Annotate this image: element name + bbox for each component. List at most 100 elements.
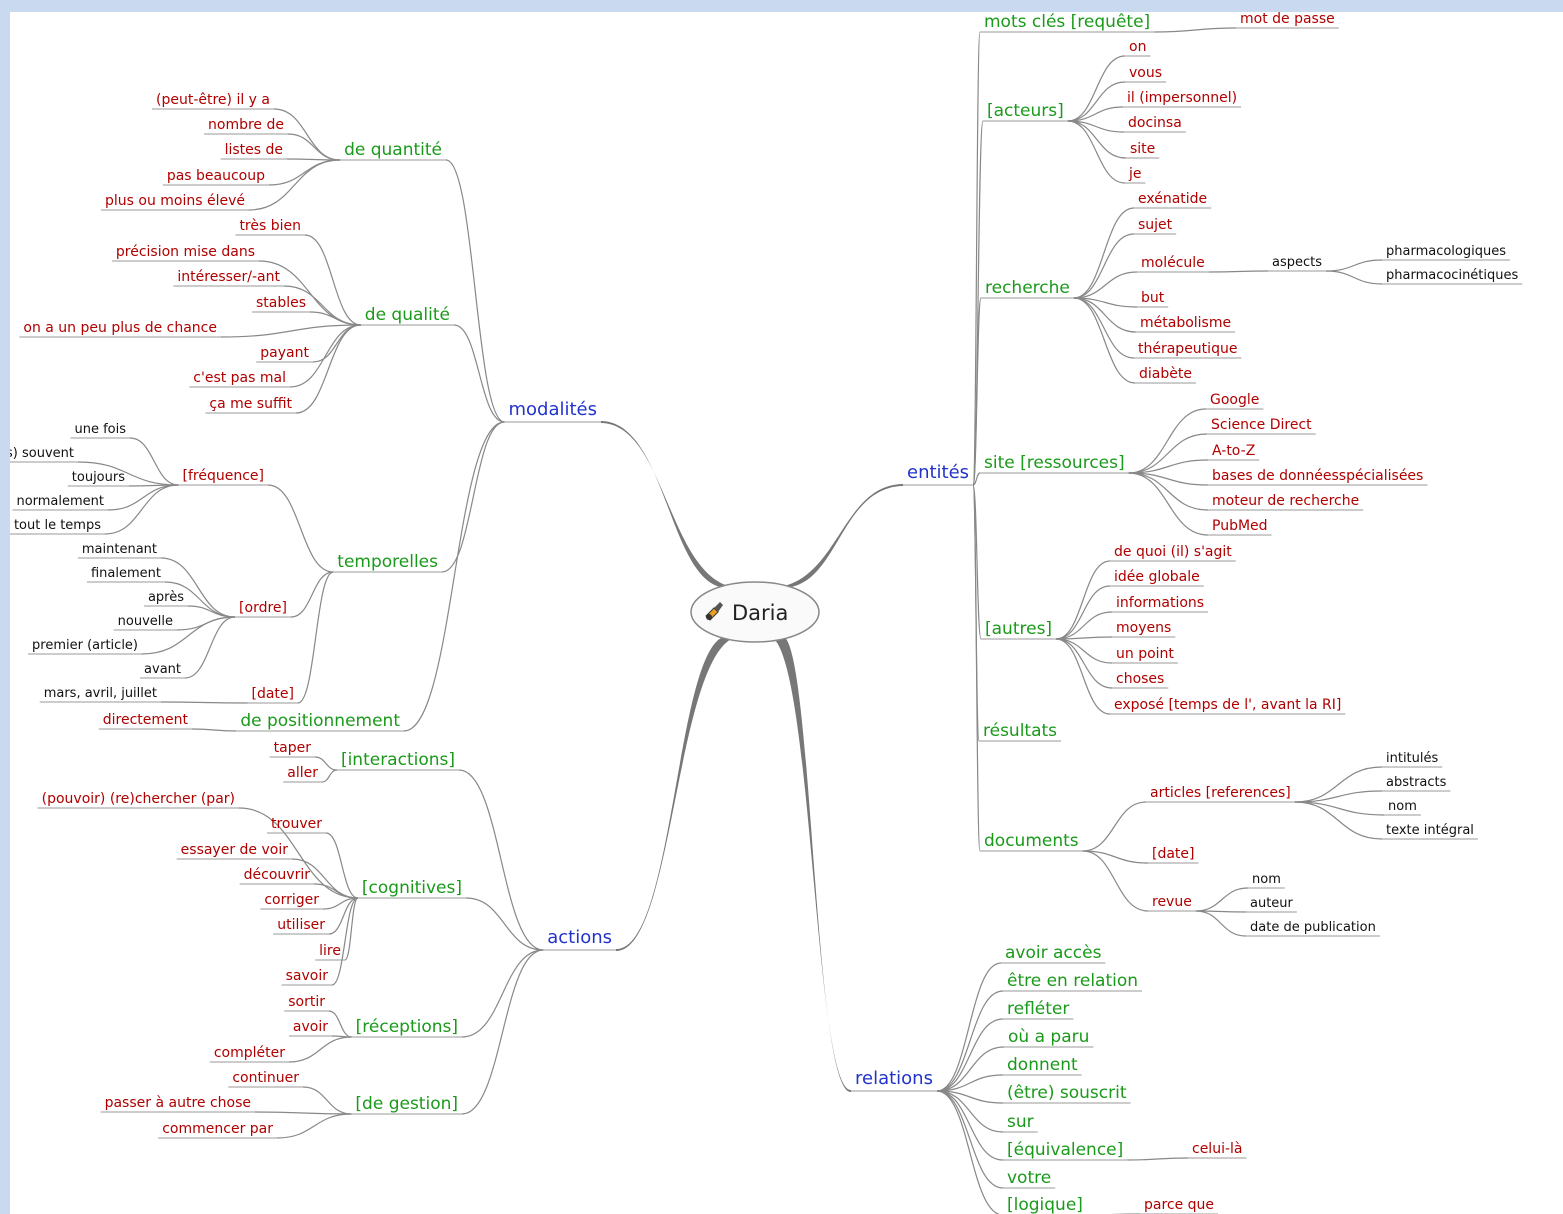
node-premier-article[interactable]: premier (article) (32, 638, 138, 653)
node-date[interactable]: [date] (252, 686, 295, 702)
node-abstracts[interactable]: abstracts (1386, 775, 1447, 790)
node-mot-de-passe[interactable]: mot de passe (1240, 12, 1335, 27)
node-autres[interactable]: [autres] (985, 619, 1052, 639)
node-intitules[interactable]: intitulés (1386, 751, 1439, 766)
node-peut-etre-il-y-a[interactable]: (peut-être) il y a (156, 92, 270, 108)
node-frequence[interactable]: [fréquence] (183, 468, 264, 484)
node-pubmed[interactable]: PubMed (1212, 518, 1268, 534)
node-interactions[interactable]: [interactions] (341, 750, 455, 770)
node-equivalence[interactable]: [équivalence] (1007, 1140, 1123, 1160)
node-molecule[interactable]: molécule (1141, 255, 1205, 271)
node-passer-a-autre-chose[interactable]: passer à autre chose (105, 1095, 251, 1111)
node-avant[interactable]: avant (144, 662, 181, 677)
node-parce-que[interactable]: parce que (1144, 1197, 1214, 1213)
node-de-qualite[interactable]: de qualité (365, 305, 450, 325)
node-trouver[interactable]: trouver (271, 816, 322, 832)
node-utiliser[interactable]: utiliser (277, 917, 325, 933)
node-ca-me-suffit[interactable]: ça me suffit (209, 396, 292, 412)
node-resultats[interactable]: résultats (983, 721, 1057, 741)
node-idee-globale[interactable]: idée globale (1114, 569, 1200, 585)
node-temporelles[interactable]: temporelles (337, 552, 438, 572)
node-actions[interactable]: actions (547, 927, 612, 948)
node-precision-mise-dans[interactable]: précision mise dans (116, 244, 255, 260)
node-vous[interactable]: vous (1129, 65, 1162, 81)
node-aspects[interactable]: aspects (1272, 255, 1322, 270)
node-logique[interactable]: [logique] (1007, 1195, 1083, 1214)
node-relations[interactable]: relations (855, 1068, 933, 1089)
node-choses[interactable]: choses (1116, 671, 1164, 687)
node-diabete[interactable]: diabète (1139, 366, 1192, 382)
node-ordre[interactable]: [ordre] (239, 600, 287, 616)
node-une-fois[interactable]: une fois (74, 422, 126, 437)
node-de-gestion[interactable]: [de gestion] (355, 1094, 458, 1114)
node-le-plus-souvent[interactable]: (le plus) souvent (10, 446, 74, 461)
node-de-quantite[interactable]: de quantité (344, 140, 442, 160)
node-payant[interactable]: payant (260, 345, 309, 361)
node-lire[interactable]: lire (319, 943, 341, 959)
node-un-point[interactable]: un point (1116, 646, 1174, 662)
node-maintenant[interactable]: maintenant (82, 542, 157, 557)
node-votre[interactable]: votre (1007, 1168, 1051, 1188)
node-mots-cles-requete[interactable]: mots clés [requête] (984, 12, 1150, 32)
node-toujours[interactable]: toujours (72, 470, 125, 485)
node-cognitives[interactable]: [cognitives] (362, 878, 462, 898)
node-continuer[interactable]: continuer (232, 1070, 299, 1086)
node-therapeutique[interactable]: thérapeutique (1138, 341, 1237, 357)
node-entites[interactable]: entités (907, 462, 969, 483)
node-corriger[interactable]: corriger (264, 892, 319, 908)
node-avoir-acces[interactable]: avoir accès (1005, 943, 1102, 963)
node-savoir[interactable]: savoir (286, 968, 329, 984)
node-informations[interactable]: informations (1116, 595, 1204, 611)
node-sur[interactable]: sur (1007, 1112, 1034, 1132)
node-finalement[interactable]: finalement (91, 566, 161, 581)
node-aller[interactable]: aller (287, 765, 318, 781)
node-refleter[interactable]: refléter (1007, 999, 1069, 1019)
node-etre-souscrit[interactable]: (être) souscrit (1007, 1083, 1127, 1103)
node-nouvelle[interactable]: nouvelle (118, 614, 173, 629)
node-commencer-par[interactable]: commencer par (162, 1121, 273, 1137)
node-essayer-de-voir[interactable]: essayer de voir (181, 842, 289, 858)
node-nom[interactable]: nom (1252, 872, 1281, 887)
node-revue[interactable]: revue (1152, 894, 1192, 910)
node-directement[interactable]: directement (103, 712, 189, 728)
node-docinsa[interactable]: docinsa (1128, 115, 1182, 131)
node-ou-a-paru[interactable]: où a paru (1008, 1027, 1089, 1047)
node-mars-avril-juillet[interactable]: mars, avril, juillet (44, 686, 157, 701)
node-expose-temps-de-l-avant-la-ri[interactable]: exposé [temps de l', avant la RI] (1114, 697, 1341, 713)
node-decouvrir[interactable]: découvrir (244, 867, 311, 883)
node-texte-integral[interactable]: texte intégral (1386, 823, 1474, 838)
node-il-impersonnel[interactable]: il (impersonnel) (1127, 90, 1237, 106)
node-avoir[interactable]: avoir (293, 1019, 328, 1035)
node-pharmacologiques[interactable]: pharmacologiques (1386, 244, 1506, 259)
node-google[interactable]: Google (1210, 392, 1259, 408)
node-exenatide[interactable]: exénatide (1138, 191, 1207, 207)
node-tout-le-temps[interactable]: tout le temps (14, 518, 101, 533)
node-apres[interactable]: après (148, 590, 184, 605)
node-articles-references[interactable]: articles [references] (1150, 785, 1291, 801)
node-completer[interactable]: compléter (214, 1045, 285, 1061)
node-site-ressources[interactable]: site [ressources] (984, 453, 1125, 473)
node-nombre-de[interactable]: nombre de (208, 117, 284, 133)
node-auteur[interactable]: auteur (1250, 896, 1294, 911)
node-moteur-de-recherche[interactable]: moteur de recherche (1212, 493, 1359, 509)
node-listes-de[interactable]: listes de (225, 142, 283, 158)
node-de-positionnement[interactable]: de positionnement (240, 711, 400, 731)
node-plus-ou-moins-eleve[interactable]: plus ou moins élevé (105, 193, 245, 209)
node-acteurs[interactable]: [acteurs] (987, 101, 1064, 121)
node-site[interactable]: site (1130, 141, 1155, 157)
node-de-quoi-il-s-agit[interactable]: de quoi (il) s'agit (1114, 544, 1232, 560)
node-but[interactable]: but (1141, 290, 1165, 306)
node-etre-en-relation[interactable]: être en relation (1007, 971, 1138, 991)
node-moyens[interactable]: moyens (1116, 620, 1171, 636)
node-science-direct[interactable]: Science Direct (1211, 417, 1312, 433)
node-sortir[interactable]: sortir (288, 994, 325, 1010)
node-pas-beaucoup[interactable]: pas beaucoup (167, 168, 265, 184)
node-bases-de-donneesspecialisees[interactable]: bases de donnéesspécialisées (1212, 468, 1423, 484)
node-date-de-publication[interactable]: date de publication (1250, 920, 1376, 935)
node-stables[interactable]: stables (256, 295, 306, 311)
node-tres-bien[interactable]: très bien (239, 218, 301, 234)
node-receptions[interactable]: [réceptions] (356, 1017, 458, 1037)
node-pouvoir-re-chercher-par[interactable]: (pouvoir) (re)chercher (par) (42, 791, 235, 807)
node-on[interactable]: on (1129, 39, 1146, 55)
node-date[interactable]: [date] (1152, 846, 1195, 862)
